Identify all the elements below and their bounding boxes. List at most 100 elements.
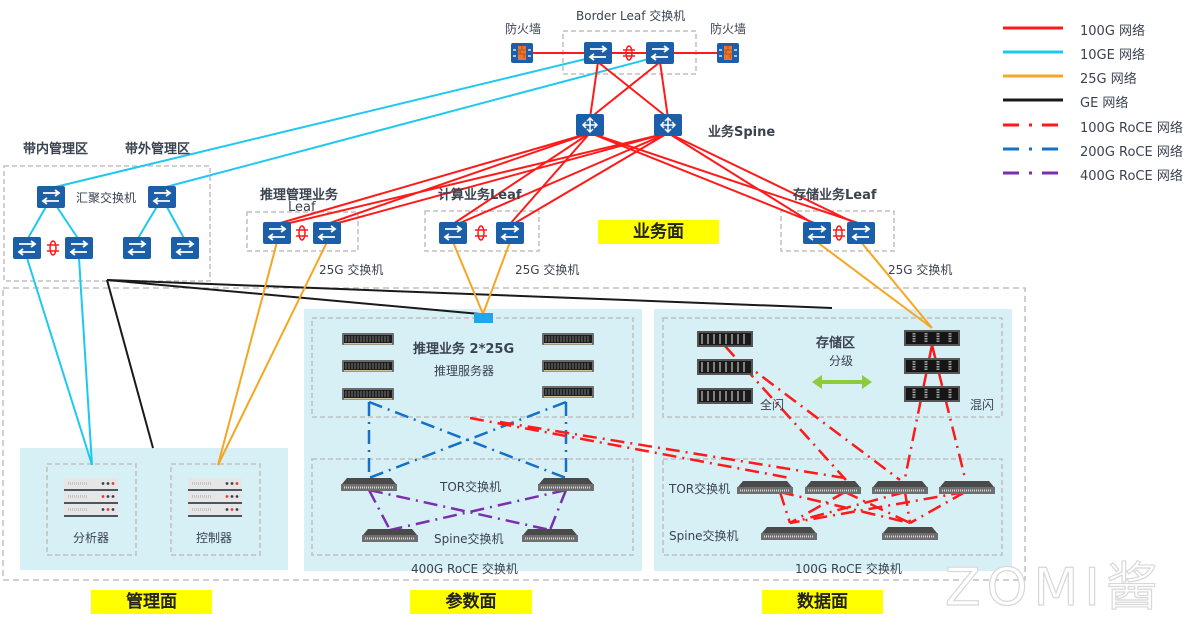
hybrid-flash-storage-icon bbox=[902, 384, 962, 404]
param-spine-label: Spine交换机 bbox=[434, 532, 504, 546]
inference-leaf-label: 推理管理业务 bbox=[260, 188, 339, 203]
data-switch-box bbox=[662, 458, 1003, 556]
management-plane-badge: 管理面 bbox=[91, 590, 212, 614]
compute-leaf-label: 计算业务Leaf bbox=[438, 188, 522, 203]
param-fabric-label: 400G RoCE 交换机 bbox=[411, 562, 518, 576]
inference-server-icon bbox=[341, 332, 395, 346]
legend-label-100g-roce: 100G RoCE 网络 bbox=[1080, 121, 1183, 136]
inference-server-icon bbox=[541, 332, 595, 346]
data-zone bbox=[654, 309, 1012, 571]
hybrid-flash-label: 混闪 bbox=[970, 398, 995, 412]
compute-leaf-switch-1-icon bbox=[438, 221, 468, 245]
parameter-plane-badge: 参数面 bbox=[410, 590, 532, 614]
business-spine-label: 业务Spine bbox=[708, 125, 776, 140]
data-spine-label: Spine交换机 bbox=[669, 529, 739, 543]
access-switch-1-icon bbox=[12, 236, 42, 260]
all-flash-storage-icon bbox=[696, 358, 754, 376]
data-tor-label: TOR交换机 bbox=[669, 482, 731, 496]
param-spine-switch-icon bbox=[521, 528, 579, 543]
hybrid-flash-storage-icon bbox=[902, 356, 962, 376]
links-25g bbox=[217, 241, 933, 466]
inference-leaf-switch-2-icon bbox=[312, 221, 342, 245]
data-tor-switch-icon bbox=[938, 480, 996, 495]
outband-mgmt-label: 带外管理区 bbox=[125, 142, 191, 157]
switch-25g-label: 25G 交换机 bbox=[515, 263, 580, 277]
firewall-right-icon bbox=[716, 42, 740, 64]
storage-leaf-label: 存储业务Leaf bbox=[793, 188, 877, 203]
firewall-right-label: 防火墙 bbox=[710, 22, 747, 36]
controller-label: 控制器 bbox=[196, 531, 233, 545]
business-plane-badge: 业务面 bbox=[598, 220, 719, 244]
inference-server-icon bbox=[341, 387, 395, 401]
legend-label-400g-roce: 400G RoCE 网络 bbox=[1080, 169, 1183, 184]
links-ge bbox=[106, 279, 833, 449]
access-switch-2-icon bbox=[64, 236, 94, 260]
inference-server-box bbox=[311, 317, 634, 418]
border-leaf-switch-2-icon bbox=[645, 41, 675, 65]
switch-25g-label: 25G 交换机 bbox=[319, 263, 384, 277]
inference-server-icon bbox=[341, 359, 395, 373]
links-400g-roce bbox=[367, 488, 568, 532]
access-switch-4-icon bbox=[170, 236, 200, 260]
lag-icon bbox=[474, 225, 488, 241]
controller-server-icon bbox=[186, 476, 244, 518]
lag-icon bbox=[295, 225, 309, 241]
management-zone bbox=[20, 448, 288, 570]
firewall-left-icon bbox=[510, 42, 534, 64]
storage-leaf-switch-1-icon bbox=[802, 221, 832, 245]
uplink-port-icon bbox=[474, 313, 493, 323]
aggregation-switch-inband-icon bbox=[36, 185, 66, 209]
data-tor-switch-icon bbox=[871, 480, 929, 495]
analyzer-label: 分析器 bbox=[73, 531, 110, 545]
links-100g bbox=[276, 52, 862, 227]
inference-server-icon bbox=[541, 385, 595, 399]
all-flash-storage-icon bbox=[696, 330, 754, 348]
storage-box bbox=[662, 317, 1003, 418]
inference-server-icon bbox=[541, 359, 595, 373]
lag-icon bbox=[46, 240, 60, 256]
business-spine-2-icon bbox=[653, 113, 683, 137]
aggregation-switch-label: 汇聚交换机 bbox=[76, 191, 137, 205]
outer-zone-border bbox=[2, 287, 1026, 581]
inband-mgmt-label: 带内管理区 bbox=[23, 142, 89, 157]
aggregation-switch-outband-icon bbox=[147, 185, 177, 209]
inference-servers-label: 推理服务器 bbox=[434, 364, 495, 378]
param-spine-switch-icon bbox=[361, 528, 419, 543]
inference-leaf-label-2: Leaf bbox=[288, 200, 316, 215]
all-flash-storage-icon bbox=[696, 387, 754, 405]
legend-label-200g-roce: 200G RoCE 网络 bbox=[1080, 145, 1183, 160]
switch-25g-label: 25G 交换机 bbox=[888, 263, 953, 277]
tiering-label: 分级 bbox=[829, 354, 854, 368]
legend-label-100g: 100G 网络 bbox=[1080, 24, 1146, 39]
data-tor-switch-icon bbox=[736, 480, 794, 495]
watermark: ZOMI酱 bbox=[945, 558, 1164, 618]
analyzer-server-icon bbox=[62, 476, 120, 518]
border-leaf-switch-1-icon bbox=[583, 41, 613, 65]
inference-leaf-box bbox=[246, 211, 359, 252]
param-tor-switch-icon bbox=[340, 477, 398, 492]
firewall-left-label: 防火墙 bbox=[505, 22, 542, 36]
storage-zone-title: 存储区 bbox=[816, 336, 856, 351]
data-fabric-label: 100G RoCE 交换机 bbox=[795, 562, 902, 576]
legend-label-ge: GE 网络 bbox=[1080, 96, 1129, 111]
compute-leaf-switch-2-icon bbox=[495, 221, 525, 245]
compute-leaf-box bbox=[424, 210, 540, 252]
links-200g-roce bbox=[367, 400, 568, 480]
data-spine-switch-icon bbox=[760, 526, 818, 541]
inference-business-title: 推理业务 2*25G bbox=[413, 342, 515, 357]
inference-leaf-switch-1-icon bbox=[262, 221, 292, 245]
business-spine-1-icon bbox=[575, 113, 605, 137]
hybrid-flash-storage-icon bbox=[902, 328, 962, 348]
border-leaf-label: Border Leaf 交换机 bbox=[576, 9, 686, 23]
legend-label-10ge: 10GE 网络 bbox=[1080, 48, 1145, 63]
legend-lines bbox=[1003, 26, 1063, 175]
all-flash-label: 全闪 bbox=[760, 398, 785, 412]
tiering-arrow-icon bbox=[812, 375, 872, 389]
param-switch-box bbox=[311, 458, 634, 556]
controller-box bbox=[170, 463, 261, 556]
storage-leaf-box bbox=[780, 210, 895, 252]
lag-icon bbox=[832, 225, 846, 241]
param-tor-label: TOR交换机 bbox=[440, 480, 502, 494]
access-switch-3-icon bbox=[122, 236, 152, 260]
